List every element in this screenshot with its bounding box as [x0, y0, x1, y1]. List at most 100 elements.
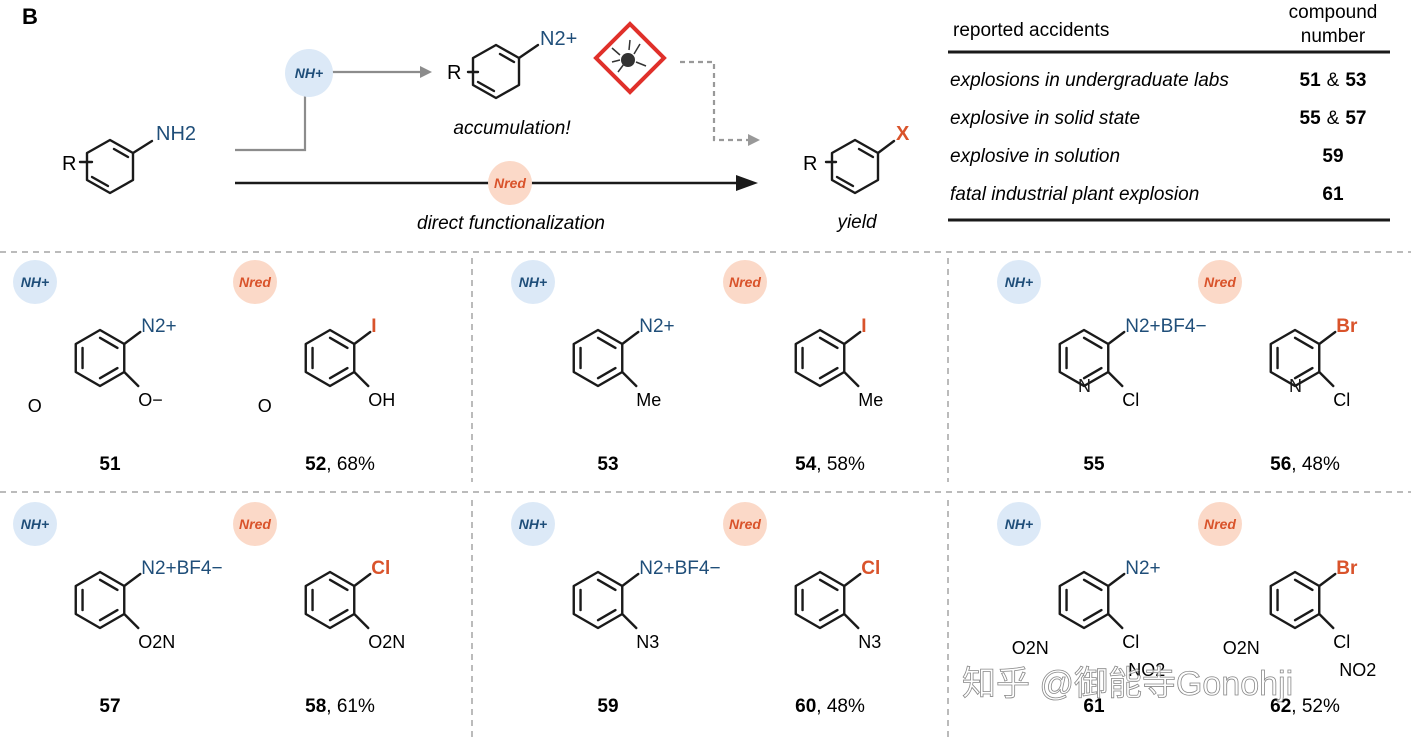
diazotization-path [235, 70, 420, 152]
substituent-2: Me [858, 390, 883, 410]
badge-text: NH+ [21, 274, 49, 290]
badge-text: Nred [729, 516, 761, 532]
substituent-4: NO2 [1339, 660, 1376, 680]
compound-label: 58, 61% [305, 696, 375, 717]
badge-text: NH+ [519, 516, 547, 532]
compound-number: 51 [99, 454, 121, 475]
substituent: I [861, 316, 866, 337]
table-row-amp: & [1327, 70, 1340, 91]
compound-yield: , 52% [1291, 696, 1340, 717]
compound-number: 58 [305, 696, 326, 717]
compound-label: 59 [597, 696, 618, 717]
nred-badge [1198, 502, 1242, 546]
table-row-num-a: 55 [1300, 108, 1322, 129]
nh-badge [997, 260, 1041, 304]
substituent: I [371, 316, 376, 337]
compound-yield: , 61% [326, 696, 375, 717]
substituent-2: N3 [858, 632, 881, 652]
badge-text: NH+ [21, 516, 49, 532]
substituent-2: Cl [1122, 390, 1139, 410]
aniline-nh2: NH2 [156, 123, 196, 145]
substituent-2: O− [138, 390, 163, 410]
badge-text: Nred [239, 516, 271, 532]
product-structure: R X [803, 123, 910, 195]
badge-text: Nred [1204, 516, 1236, 532]
table-row-number: 51&53 [1300, 70, 1367, 91]
substituent: N2+ [639, 316, 674, 337]
compound-59: NH+ N2+BF4− N3 59 [511, 502, 721, 717]
compound-number: 54 [795, 454, 817, 475]
substituent: N2+BF4− [639, 558, 720, 579]
table-row-text: explosive in solid state [950, 108, 1140, 129]
badge-text: NH+ [1005, 516, 1033, 532]
compound-number: 59 [597, 696, 618, 717]
nred-badge [723, 502, 767, 546]
nh-badge-circle [285, 49, 333, 97]
nh-badge [13, 260, 57, 304]
product-x: X [896, 123, 910, 145]
substituent: N2+BF4− [141, 558, 222, 579]
substituent-2: Cl [1333, 632, 1350, 652]
panel-label: B [22, 4, 38, 29]
table-row-number: 55&57 [1300, 108, 1367, 129]
compound-number: 62 [1270, 696, 1291, 717]
accident-table: reported accidents compound number explo… [948, 2, 1390, 222]
substituent-3: O [258, 396, 272, 416]
nh-badge-text: NH+ [295, 65, 323, 81]
nh-badge [997, 502, 1041, 546]
ring-nitrogen: N [1078, 376, 1091, 396]
compound-number: 52 [305, 454, 326, 475]
nred-badge-circle [488, 161, 532, 205]
compound-label: 51 [99, 454, 121, 475]
nred-badge-text: Nred [494, 175, 526, 191]
accumulation-label: accumulation! [453, 118, 571, 139]
diazonium-intermediate: R N2+ [447, 28, 577, 100]
substituent: Cl [861, 558, 880, 579]
compound-yield: , 68% [326, 454, 375, 475]
table-row-text: explosions in undergraduate labs [950, 70, 1229, 91]
nh-badge [13, 502, 57, 546]
nh-badge [511, 502, 555, 546]
substituent: Br [1336, 316, 1358, 337]
direct-arrowhead [736, 175, 758, 191]
compound-label: 61 [1083, 696, 1105, 717]
compound-number: 56 [1270, 454, 1291, 475]
dashed-arrowhead [748, 134, 760, 146]
substituent-2: Cl [1122, 632, 1139, 652]
accumulation-dashed-path [680, 60, 748, 142]
nred-badge [233, 502, 277, 546]
compound-yield: , 48% [816, 696, 865, 717]
table-row-amp: & [1327, 108, 1340, 129]
compound-label: 60, 48% [795, 696, 865, 717]
substituent-3: O [28, 396, 42, 416]
substituent-2: N3 [636, 632, 659, 652]
substituent-2: Cl [1333, 390, 1350, 410]
substituent-2: Me [636, 390, 661, 410]
nred-badge [233, 260, 277, 304]
table-row-num-a: 51 [1300, 70, 1322, 91]
compound-number: 60 [795, 696, 816, 717]
compound-number: 57 [99, 696, 120, 717]
substituent-3: O2N [1223, 638, 1260, 658]
substituent-2: O2N [138, 632, 175, 652]
compound-51: NH+N2+O−O51 [13, 260, 177, 475]
compound-label: 57 [99, 696, 120, 717]
table-row-number: 59 [1322, 146, 1343, 167]
yield-label: yield [835, 212, 878, 233]
compound-label: 52, 68% [305, 454, 375, 475]
compound-number: 55 [1083, 454, 1105, 475]
direct-functionalization-label: direct functionalization [417, 213, 605, 234]
diazotization-arrowhead [420, 66, 432, 78]
compound-label: 54, 58% [795, 454, 865, 475]
ring-nitrogen: N [1289, 376, 1302, 396]
table-row-number: 61 [1322, 184, 1344, 205]
table-row-text: fatal industrial plant explosion [950, 184, 1199, 205]
badge-text: Nred [729, 274, 761, 290]
